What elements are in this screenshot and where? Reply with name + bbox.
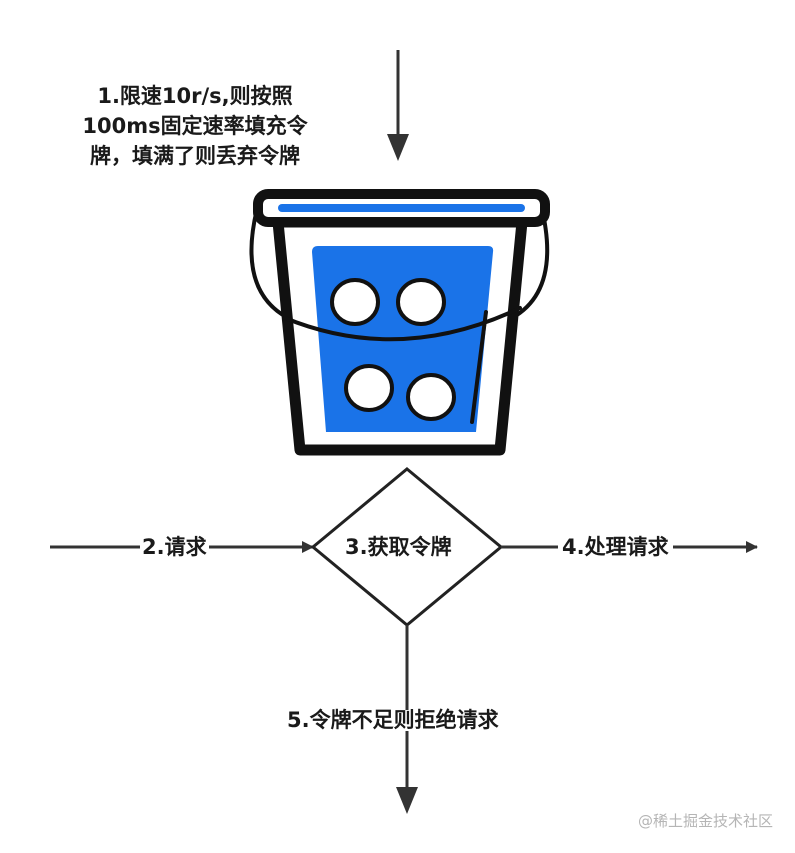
acquire-token-label: 3.获取令牌 xyxy=(345,535,452,559)
refill-arrow xyxy=(387,50,409,161)
reject-label: 5.令牌不足则拒绝请求 xyxy=(283,710,503,731)
refill-note-line-2: 100ms固定速率填充令 xyxy=(82,113,308,138)
bucket-icon xyxy=(249,189,550,456)
watermark: @稀土掘金技术社区 xyxy=(637,812,773,830)
token-circle xyxy=(406,373,456,421)
token-circle xyxy=(396,278,446,326)
refill-note-line-3: 牌，填满了则丢弃令牌 xyxy=(90,143,300,168)
refill-note: 1.限速10r/s,则按照 100ms固定速率填充令 牌，填满了则丢弃令牌 xyxy=(40,82,350,171)
refill-note-line-1: 1.限速10r/s,则按照 xyxy=(97,84,293,108)
token-circle xyxy=(330,278,380,326)
process-label: 4.处理请求 xyxy=(558,537,673,558)
token-circle xyxy=(344,364,394,412)
token-group xyxy=(330,278,456,421)
reject-arrow xyxy=(396,625,418,814)
request-label: 2.请求 xyxy=(140,535,209,559)
